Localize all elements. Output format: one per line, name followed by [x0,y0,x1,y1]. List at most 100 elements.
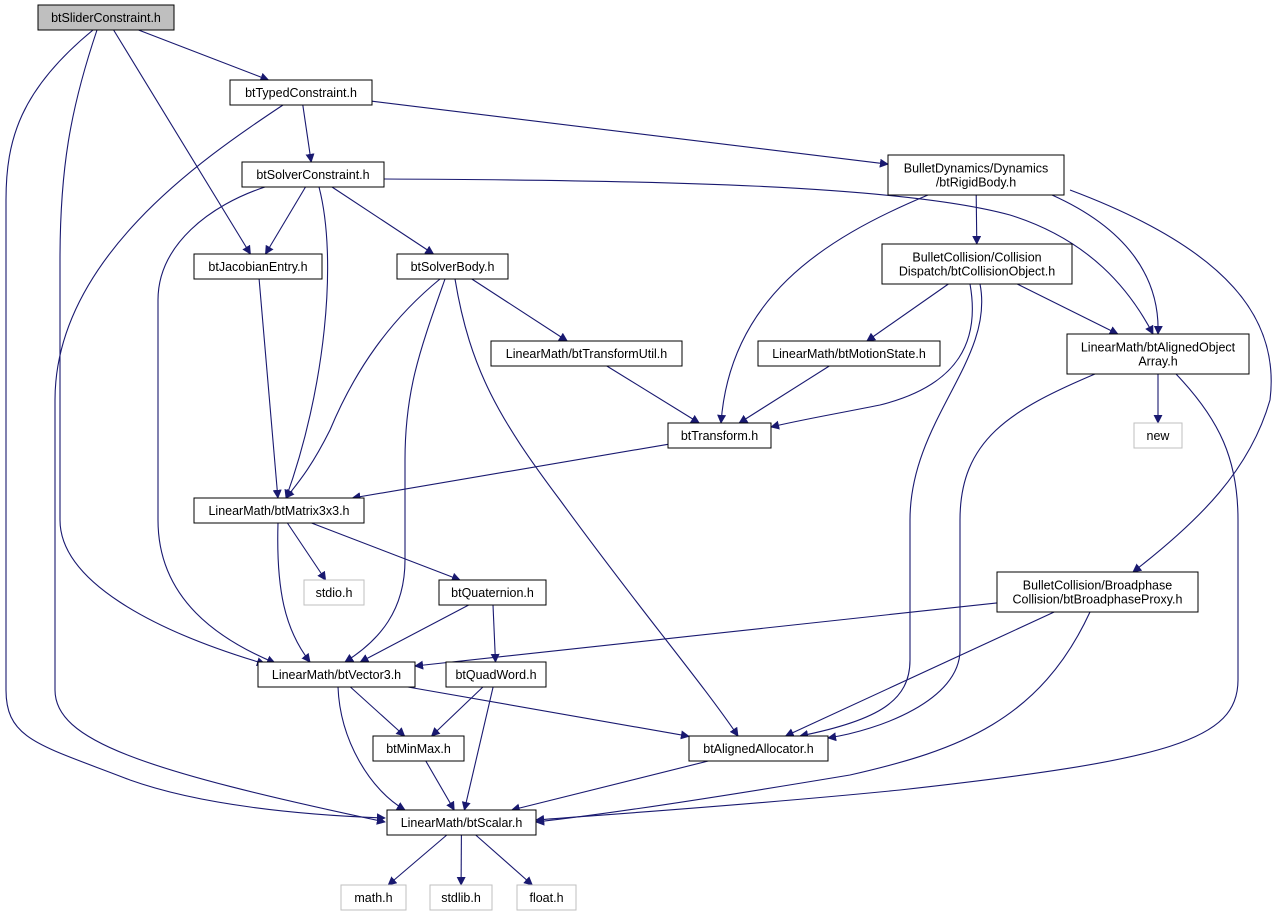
node-box [386,809,537,836]
edge-matrix-to-quat [311,522,461,582]
node-motion[interactable]: LinearMath/btMotionState.h [757,340,941,367]
node-box [37,4,175,31]
node-typed[interactable]: btTypedConstraint.h [229,79,373,106]
node-label: BulletCollision/Collision [912,250,1041,264]
node-rigid[interactable]: BulletDynamics/Dynamics/btRigidBody.h [887,154,1065,196]
node-box [1066,333,1250,375]
edge-collobj-to-alignarr [1016,283,1119,335]
edge-quadword-to-scalar [461,686,494,811]
edge-quat-to-vector [359,604,469,663]
node-float: float.h [516,884,577,911]
node-label: Collision/btBroadphaseProxy.h [1012,592,1182,606]
node-new: new [1133,422,1183,449]
node-label: btSolverBody.h [411,260,495,274]
edges-layer [5,29,1272,886]
node-label: btMinMax.h [386,742,451,756]
node-label: LinearMath/btTransformUtil.h [506,347,667,361]
node-label: stdio.h [316,586,353,600]
node-box [241,161,385,188]
node-label: stdlib.h [441,891,481,905]
node-quadword[interactable]: btQuadWord.h [445,661,547,688]
edge-slider-to-vector [59,29,266,667]
node-minmax[interactable]: btMinMax.h [372,735,465,762]
node-label: Array.h [1138,354,1177,368]
node-quat[interactable]: btQuaternion.h [438,579,547,606]
edge-slider-to-scalar [5,29,386,823]
node-collobj[interactable]: BulletCollision/CollisionDispatch/btColl… [881,243,1073,285]
node-box [257,661,416,688]
edge-scalar-to-math [387,834,448,886]
node-label: btQuadWord.h [455,668,536,682]
node-label: btAlignedAllocator.h [703,742,814,756]
edge-jacobian-to-matrix [258,278,282,499]
edge-solverbody-to-alloc [454,278,739,737]
edge-solverc-to-matrix [284,186,329,499]
node-label: LinearMath/btVector3.h [272,668,401,682]
edge-collobj-to-alloc [799,283,983,739]
node-box [688,735,829,762]
edge-rigid-to-alignarr [1051,194,1163,335]
edge-typed-to-rigid [371,100,889,168]
node-label: btTransform.h [681,429,758,443]
edge-collobj-to-transform [770,283,973,430]
edge-minmax-to-scalar [425,760,455,811]
node-label: Dispatch/btCollisionObject.h [899,264,1055,278]
edge-rigid-to-transform [717,194,929,424]
node-jacobian[interactable]: btJacobianEntry.h [193,253,323,280]
node-label: btQuaternion.h [451,586,534,600]
node-label: btSolverConstraint.h [256,168,369,182]
edge-transutil-to-transform [606,365,700,424]
node-box [193,253,323,280]
edge-solverc-to-vector [157,186,276,665]
edge-quadword-to-minmax [430,686,484,737]
edge-rigid-to-broad [1069,189,1272,573]
node-label: LinearMath/btMatrix3x3.h [208,504,349,518]
node-transform[interactable]: btTransform.h [667,422,772,449]
edge-solverbody-to-transutil [471,278,568,342]
node-box [516,884,577,911]
edge-matrix-to-stdio [286,522,327,581]
node-scalar[interactable]: LinearMath/btScalar.h [386,809,537,836]
node-math: math.h [340,884,407,911]
node-solverc[interactable]: btSolverConstraint.h [241,161,385,188]
node-label: LinearMath/btScalar.h [401,816,523,830]
edge-alignarr-to-alloc [827,373,1096,742]
node-vector[interactable]: LinearMath/btVector3.h [257,661,416,688]
edge-vector-to-alloc [407,686,690,740]
edge-alloc-to-scalar [510,760,709,813]
node-box [229,79,373,106]
edge-broad-to-alloc [784,611,1055,737]
node-box [881,243,1073,285]
node-matrix[interactable]: LinearMath/btMatrix3x3.h [193,497,365,524]
edge-typed-to-solverc [302,104,315,163]
node-broad[interactable]: BulletCollision/BroadphaseCollision/btBr… [996,571,1199,613]
node-stdio: stdio.h [303,579,365,606]
edge-collobj-to-motion [866,283,949,342]
node-box [490,340,683,367]
edge-typed-to-scalar [54,104,386,825]
edge-matrix-to-vector [277,522,311,663]
node-box [996,571,1199,613]
edge-solverc-to-alignarr [383,178,1154,335]
node-label: BulletDynamics/Dynamics [904,161,1048,175]
node-solverbody[interactable]: btSolverBody.h [396,253,509,280]
edge-broad-to-scalar [535,611,1091,826]
node-box [438,579,547,606]
node-label: math.h [354,891,392,905]
node-transutil[interactable]: LinearMath/btTransformUtil.h [490,340,683,367]
edge-rigid-to-collobj [972,194,982,245]
edge-vector-to-scalar [337,686,406,811]
node-box [396,253,509,280]
node-label: LinearMath/btAlignedObject [1081,340,1236,354]
edge-alignarr-to-scalar [535,373,1239,824]
node-alloc[interactable]: btAlignedAllocator.h [688,735,829,762]
node-label: new [1147,429,1171,443]
node-box [667,422,772,449]
edge-slider-to-typed [138,29,270,82]
node-slider[interactable]: btSliderConstraint.h [37,4,175,31]
node-box [340,884,407,911]
edge-quat-to-quadword [490,604,500,663]
node-label: btJacobianEntry.h [208,260,307,274]
